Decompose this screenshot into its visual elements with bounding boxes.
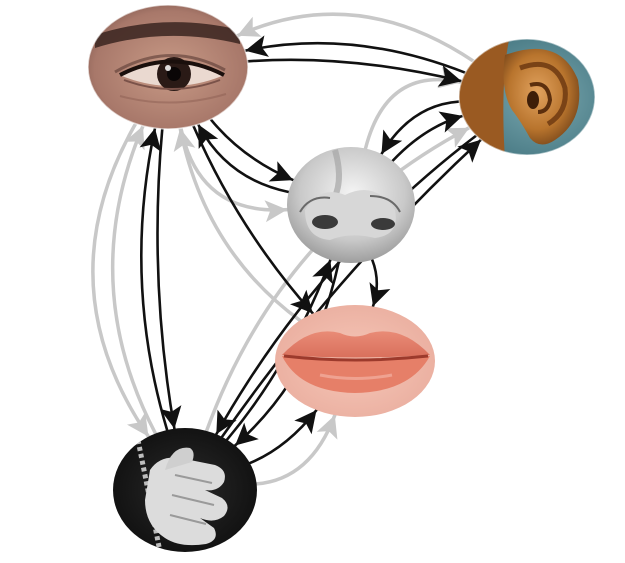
arrow-eye-to-ear [248,60,462,81]
nose-icon [285,145,420,265]
arrowhead-nose-to-mouth [370,282,391,306]
arrow-eye-to-hand [158,129,175,429]
arrowhead-eye-to-hand [127,412,149,436]
arrow-eye-to-hand [93,124,149,437]
arrow-hand-to-mouth [257,415,335,484]
arrowhead-ear-to-nose [382,130,403,155]
arrow-hand-to-eye [141,128,167,430]
node-eye [80,0,260,140]
eye-icon [80,0,260,140]
arrow-ear-to-eye [237,14,473,61]
arrow-mouth-to-eye [180,128,300,320]
arrow-ear-to-eye [245,43,465,73]
node-nose [285,145,420,265]
